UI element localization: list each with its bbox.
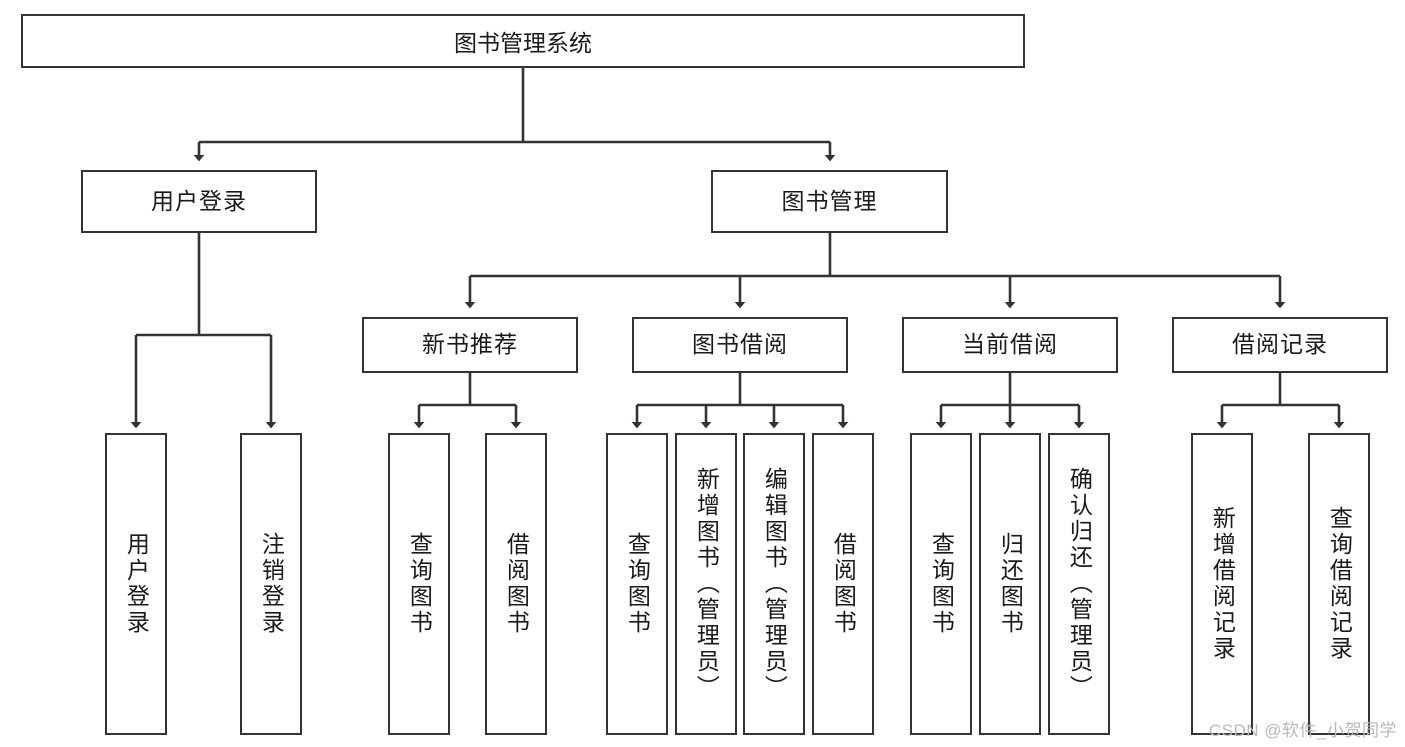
leaf-query-borrow-record[interactable]: 查询借阅记录	[1308, 433, 1370, 735]
node-label: 用户登录	[151, 187, 247, 214]
leaf-borrow-book[interactable]: 借阅图书	[812, 433, 874, 735]
leaf-query-book-recommend[interactable]: 查询图书	[388, 433, 450, 735]
node-label: 确认归还（管理员）	[1066, 467, 1093, 701]
node-book-borrow[interactable]: 图书借阅	[632, 317, 848, 373]
node-label: 编辑图书（管理员）	[761, 467, 788, 701]
node-label: 查询图书	[928, 532, 955, 636]
leaf-query-book-current[interactable]: 查询图书	[910, 433, 972, 735]
node-label: 注销登录	[258, 532, 285, 636]
leaf-borrow-book-recommend[interactable]: 借阅图书	[485, 433, 547, 735]
node-label: 借阅图书	[830, 532, 857, 636]
node-label: 归还图书	[997, 532, 1024, 636]
node-label: 图书管理系统	[454, 30, 592, 56]
node-user-login[interactable]: 用户登录	[81, 170, 317, 233]
node-root-system[interactable]: 图书管理系统	[21, 14, 1025, 68]
leaf-return-book[interactable]: 归还图书	[979, 433, 1041, 735]
node-label: 图书借阅	[692, 331, 788, 358]
node-label: 查询借阅记录	[1326, 506, 1353, 662]
node-label: 新增图书（管理员）	[693, 467, 720, 701]
node-current-borrow[interactable]: 当前借阅	[902, 317, 1118, 373]
node-label: 新书推荐	[422, 331, 518, 358]
node-new-book-recommend[interactable]: 新书推荐	[362, 317, 578, 373]
node-label: 新增借阅记录	[1209, 506, 1236, 662]
leaf-user-login[interactable]: 用户登录	[105, 433, 167, 735]
leaf-confirm-return-admin[interactable]: 确认归还（管理员）	[1048, 433, 1110, 735]
node-borrow-record[interactable]: 借阅记录	[1172, 317, 1388, 373]
leaf-add-borrow-record[interactable]: 新增借阅记录	[1191, 433, 1253, 735]
node-label: 用户登录	[123, 532, 150, 636]
node-label: 当前借阅	[962, 331, 1058, 358]
leaf-add-book-admin[interactable]: 新增图书（管理员）	[675, 433, 737, 735]
leaf-logout[interactable]: 注销登录	[240, 433, 302, 735]
node-label: 借阅记录	[1232, 331, 1328, 358]
csdn-watermark: CSDN @软件_小贺同学	[1208, 721, 1397, 740]
node-label: 查询图书	[406, 532, 433, 636]
leaf-query-book-borrow[interactable]: 查询图书	[606, 433, 668, 735]
leaf-edit-book-admin[interactable]: 编辑图书（管理员）	[743, 433, 805, 735]
node-label: 图书管理	[781, 187, 878, 214]
node-book-management[interactable]: 图书管理	[711, 170, 948, 233]
node-label: 查询图书	[624, 532, 651, 636]
node-label: 借阅图书	[503, 532, 530, 636]
